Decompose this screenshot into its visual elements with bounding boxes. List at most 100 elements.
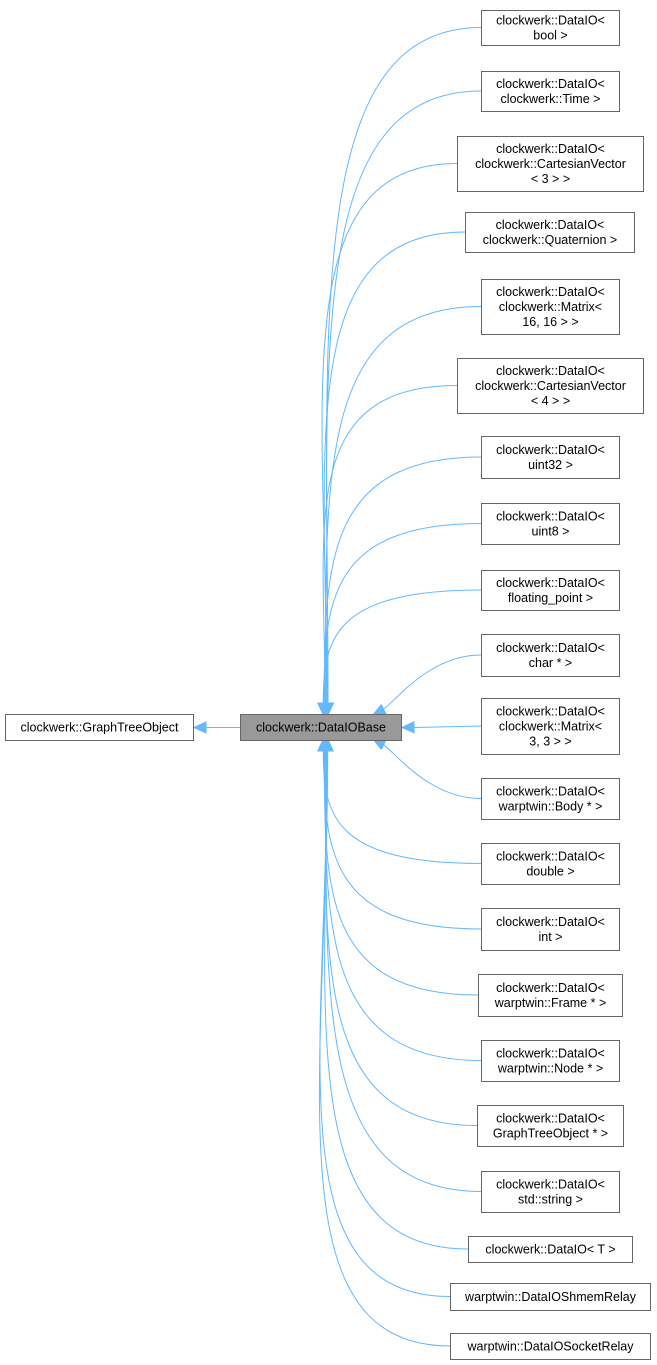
class-name-line: 16, 16 > > bbox=[522, 315, 578, 329]
class-node-box bbox=[481, 279, 620, 335]
class-node-dataio-time[interactable]: clockwerk::DataIO<clockwerk::Time > bbox=[481, 71, 620, 112]
class-name-line: clockwerk::DataIOBase bbox=[256, 721, 386, 735]
class-node-dataio-t[interactable]: clockwerk::DataIO< T > bbox=[468, 1236, 633, 1263]
edge-dataio-double-to-base bbox=[316, 737, 482, 864]
class-node-dataio-uint8[interactable]: clockwerk::DataIO<uint8 > bbox=[481, 503, 620, 545]
class-node-dataio-cartesian-3[interactable]: clockwerk::DataIO<clockwerk::CartesianVe… bbox=[457, 136, 644, 192]
class-name-line: warptwin::Frame * > bbox=[494, 996, 607, 1010]
class-node-box bbox=[457, 358, 644, 414]
class-node-dataio-string[interactable]: clockwerk::DataIO<std::string > bbox=[481, 1171, 620, 1213]
class-name-line: clockwerk::DataIO< bbox=[496, 285, 605, 299]
class-name-line: clockwerk::Time > bbox=[501, 92, 601, 106]
class-name-line: bool > bbox=[533, 29, 567, 43]
class-name-line: clockwerk::DataIO< bbox=[496, 218, 605, 232]
class-node-box bbox=[481, 570, 620, 611]
edge-line bbox=[321, 163, 458, 704]
class-name-line: clockwerk::DataIO< bbox=[496, 641, 605, 655]
class-name-line: clockwerk::DataIO< bbox=[496, 981, 605, 995]
edge-line bbox=[325, 306, 482, 704]
class-node-box bbox=[481, 1171, 620, 1213]
class-node-dataio-cartesian-4[interactable]: clockwerk::DataIO<clockwerk::CartesianVe… bbox=[457, 358, 644, 414]
class-name-line: < 3 > > bbox=[531, 172, 570, 186]
class-node-dataio-body-ptr[interactable]: clockwerk::DataIO<warptwin::Body * > bbox=[481, 778, 620, 820]
edge-dataio-socket-relay-to-base bbox=[318, 737, 451, 1347]
edge-arrowhead bbox=[400, 720, 415, 734]
class-name-line: warptwin::Node * > bbox=[497, 1062, 603, 1076]
class-node-box bbox=[481, 1040, 620, 1082]
class-node-box bbox=[481, 908, 620, 951]
class-name-line: clockwerk::DataIO< bbox=[496, 915, 605, 929]
edge-arrowhead bbox=[371, 703, 387, 716]
class-node-dataio-double[interactable]: clockwerk::DataIO<double > bbox=[481, 843, 620, 885]
edge-dataio-t-to-base bbox=[320, 737, 469, 1250]
edge-dataio-cartesian-3-to-base bbox=[320, 163, 458, 717]
edge-line bbox=[322, 385, 458, 704]
class-node-dataio-bool[interactable]: clockwerk::DataIO<bool > bbox=[481, 10, 620, 46]
class-node-dataio-floating-point[interactable]: clockwerk::DataIO<floating_point > bbox=[481, 570, 620, 611]
class-node-dataio-node-ptr[interactable]: clockwerk::DataIO<warptwin::Node * > bbox=[481, 1040, 620, 1082]
edge-dataio-cartesian-4-to-base bbox=[318, 385, 458, 717]
class-node-box bbox=[457, 136, 644, 192]
class-name-line: clockwerk::DataIO< bbox=[496, 1047, 605, 1061]
edge-dataio-int-to-base bbox=[317, 737, 482, 930]
class-node-data-io-base[interactable]: clockwerk::DataIOBase bbox=[240, 714, 402, 741]
class-node-dataio-uint32[interactable]: clockwerk::DataIO<uint32 > bbox=[481, 436, 620, 479]
class-name-line: warptwin::Body * > bbox=[498, 800, 603, 814]
class-name-line: clockwerk::CartesianVector bbox=[475, 379, 626, 393]
edge-line bbox=[324, 750, 482, 1061]
class-name-line: double > bbox=[526, 865, 574, 879]
class-node-box bbox=[481, 843, 620, 885]
class-name-line: clockwerk::DataIO< bbox=[496, 510, 605, 524]
edge-line bbox=[325, 750, 482, 1192]
class-node-dataio-int[interactable]: clockwerk::DataIO<int > bbox=[481, 908, 620, 951]
class-node-box bbox=[450, 1283, 651, 1311]
class-node-graph-tree-object[interactable]: clockwerk::GraphTreeObject bbox=[5, 714, 194, 741]
class-name-line: clockwerk::DataIO< bbox=[496, 785, 605, 799]
edge-line bbox=[323, 456, 482, 704]
class-node-box bbox=[481, 698, 620, 755]
edge-line bbox=[323, 523, 482, 704]
class-name-line: clockwerk::DataIO< bbox=[496, 14, 605, 28]
edge-line bbox=[318, 750, 451, 1347]
class-node-dataio-shmem-relay[interactable]: warptwin::DataIOShmemRelay bbox=[450, 1283, 651, 1311]
class-name-line: clockwerk::DataIO< bbox=[496, 1112, 605, 1126]
class-node-box bbox=[481, 778, 620, 820]
class-node-box bbox=[481, 71, 620, 112]
class-name-line: clockwerk::DataIO< bbox=[496, 443, 605, 457]
class-node-dataio-graphtreeobject-ptr[interactable]: clockwerk::DataIO<GraphTreeObject * > bbox=[477, 1105, 624, 1147]
edge-line bbox=[380, 742, 482, 799]
class-name-line: clockwerk::DataIO< bbox=[496, 705, 605, 719]
edge-arrowhead bbox=[192, 721, 207, 734]
class-name-line: clockwerk::Matrix< bbox=[499, 300, 602, 314]
class-node-box bbox=[240, 714, 402, 741]
edge-dataio-body-ptr-to-base bbox=[371, 738, 482, 799]
class-node-dataio-frame-ptr[interactable]: clockwerk::DataIO<warptwin::Frame * > bbox=[478, 974, 623, 1017]
class-node-dataio-matrix-16[interactable]: clockwerk::DataIO<clockwerk::Matrix<16, … bbox=[481, 279, 620, 335]
class-name-line: warptwin::DataIOSocketRelay bbox=[466, 1340, 634, 1354]
edge-arrowhead bbox=[321, 737, 334, 752]
class-name-line: < 4 > > bbox=[531, 394, 570, 408]
class-node-box bbox=[481, 436, 620, 479]
class-node-box bbox=[481, 503, 620, 545]
edge-line bbox=[324, 750, 469, 1250]
class-name-line: warptwin::DataIOShmemRelay bbox=[464, 1290, 637, 1304]
class-node-box bbox=[481, 634, 620, 677]
edge-line bbox=[319, 750, 451, 1297]
edge-arrowhead bbox=[316, 702, 330, 717]
class-name-line: clockwerk::GraphTreeObject bbox=[21, 721, 179, 735]
edge-dataio-quaternion-to-base bbox=[320, 231, 466, 717]
class-node-dataio-matrix-3[interactable]: clockwerk::DataIO<clockwerk::Matrix<3, 3… bbox=[481, 698, 620, 755]
class-node-dataio-socket-relay[interactable]: warptwin::DataIOSocketRelay bbox=[450, 1333, 651, 1360]
class-node-dataio-quaternion[interactable]: clockwerk::DataIO<clockwerk::Quaternion … bbox=[465, 212, 635, 253]
edge-line bbox=[413, 725, 482, 728]
edge-dataio-uint8-to-base bbox=[317, 523, 482, 717]
class-name-line: uint8 > bbox=[532, 525, 570, 539]
class-name-line: std::string > bbox=[518, 1193, 583, 1207]
class-node-dataio-char-ptr[interactable]: clockwerk::DataIO<char * > bbox=[481, 634, 620, 677]
class-name-line: clockwerk::DataIO< bbox=[496, 576, 605, 590]
class-name-line: floating_point > bbox=[508, 591, 593, 605]
inheritance-edges bbox=[192, 27, 482, 1347]
class-name-line: clockwerk::DataIO< bbox=[496, 1178, 605, 1192]
